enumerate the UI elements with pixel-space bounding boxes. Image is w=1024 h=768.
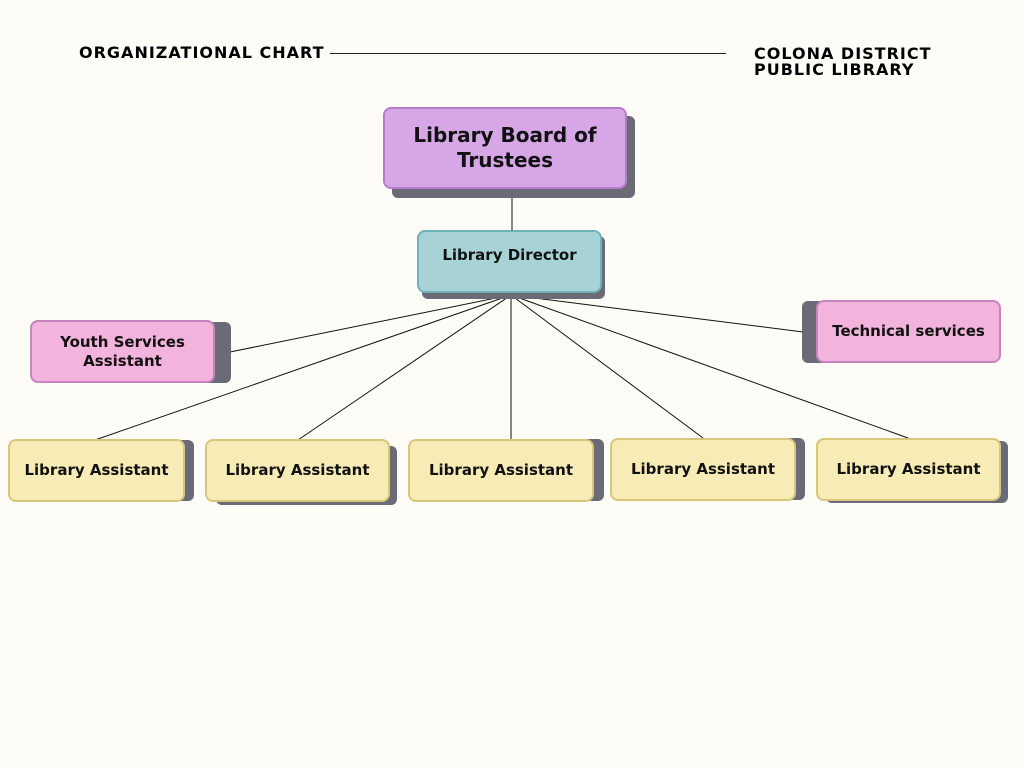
library-assistant-label-4: Library Assistant [630, 459, 776, 478]
connector-director-technical [510, 294, 804, 333]
technical-services-node: Technical services [816, 300, 1001, 363]
technical-services-label: Technical services [832, 322, 985, 340]
header-divider [330, 53, 726, 54]
chart-title: ORGANIZATIONAL CHART [79, 43, 325, 62]
library-assistant-node-1: Library Assistant [8, 439, 185, 502]
connector-director-youth [229, 294, 512, 353]
library-assistant-node-3: Library Assistant [408, 439, 594, 502]
organization-name-line1: COLONA DISTRICT [754, 44, 932, 63]
library-assistant-node-2: Library Assistant [205, 439, 390, 502]
organization-name: COLONA DISTRICT PUBLIC LIBRARY [754, 46, 932, 78]
youth-services-label: Youth Services Assistant [60, 332, 185, 370]
youth-services-node: Youth Services Assistant [30, 320, 215, 383]
board-of-trustees-node: Library Board of Trustees [383, 107, 627, 189]
library-director-label: Library Director [442, 246, 577, 264]
library-assistant-node-5: Library Assistant [816, 438, 1001, 501]
connector-director-assistant-4 [510, 294, 704, 439]
library-assistant-node-4: Library Assistant [610, 438, 796, 501]
library-director-node: Library Director [417, 230, 602, 293]
board-of-trustees-label: Library Board of Trustees [413, 123, 597, 172]
connector-director-assistant-5 [510, 294, 909, 439]
connector-director-assistant-2 [297, 294, 512, 441]
library-assistant-label-3: Library Assistant [428, 460, 574, 479]
library-assistant-label-1: Library Assistant [24, 460, 169, 479]
library-assistant-label-2: Library Assistant [225, 460, 370, 479]
library-assistant-label-5: Library Assistant [836, 459, 981, 478]
connector-director-assistant-1 [94, 294, 512, 441]
organization-name-line2: PUBLIC LIBRARY [754, 60, 915, 79]
